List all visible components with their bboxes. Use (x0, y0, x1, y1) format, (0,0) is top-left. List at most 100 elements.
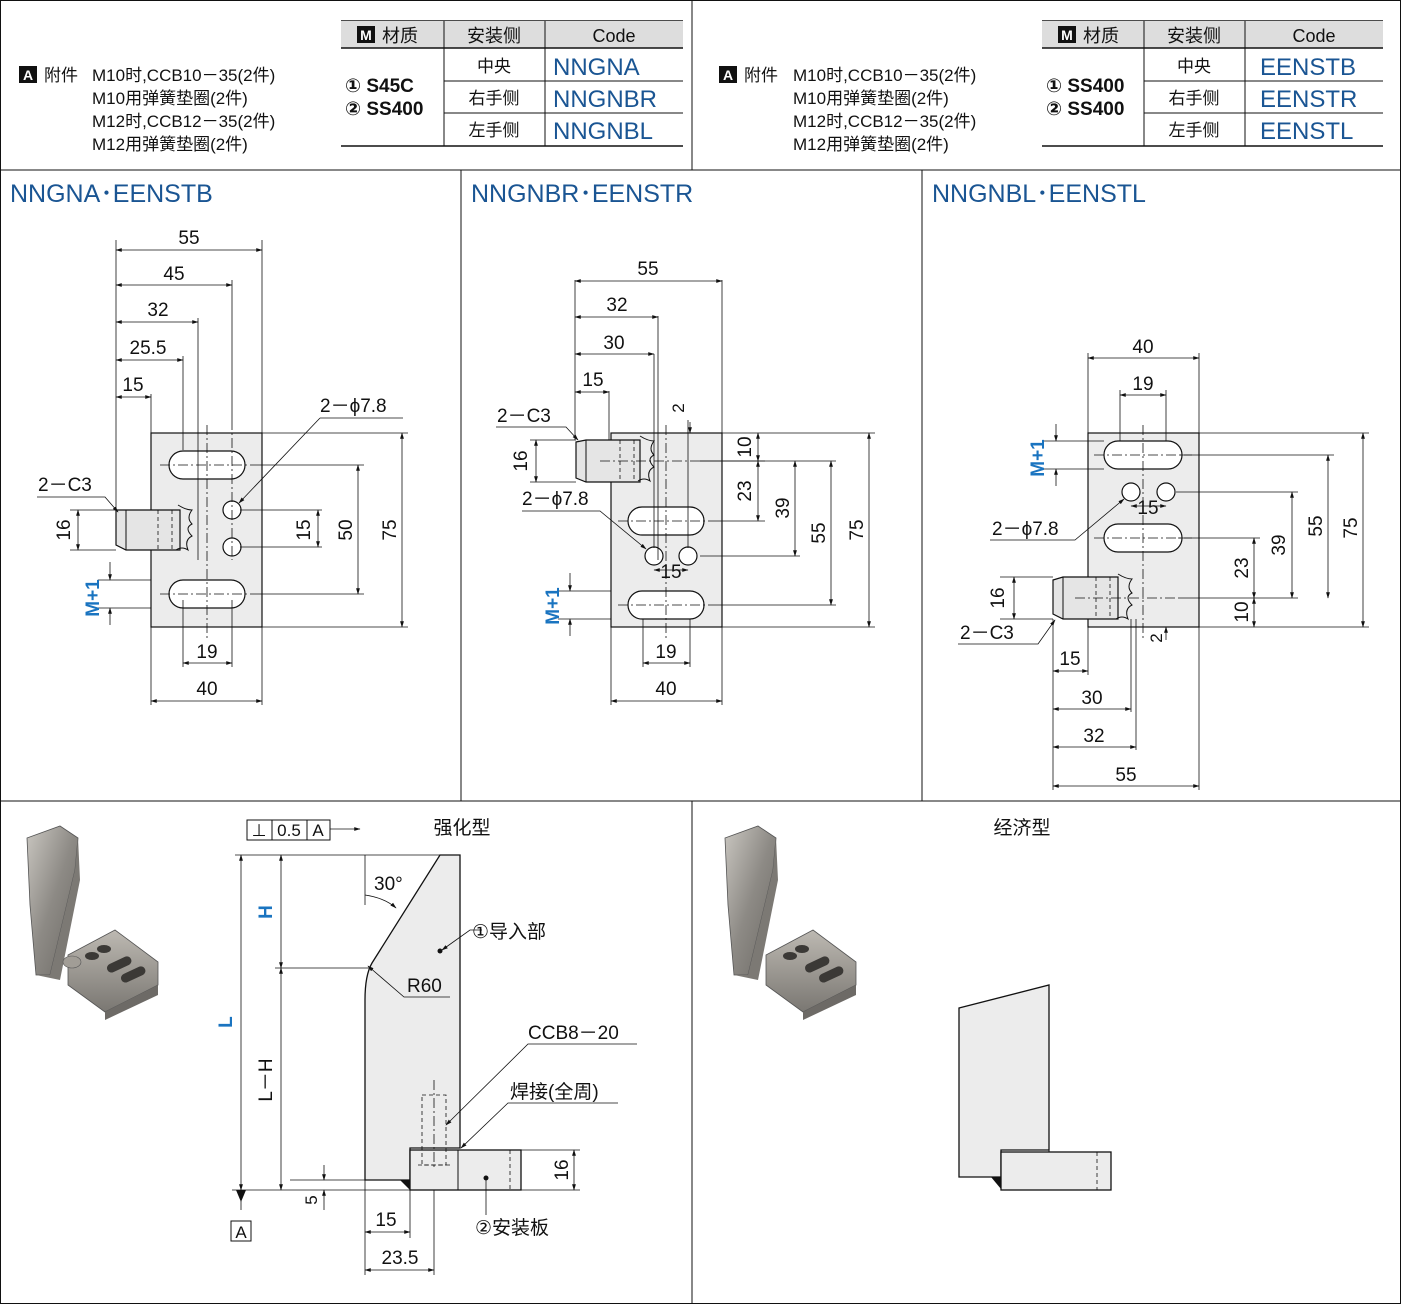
plate-label: ②安装板 (475, 1217, 549, 1239)
header-code: Code (1292, 26, 1335, 46)
label-l-minus-h: L－H (256, 1058, 277, 1101)
dim-50: 50 (336, 519, 357, 540)
code-left: NNGNBL (553, 118, 653, 145)
view-title-right: NNGNBR･EENSTR (471, 180, 693, 208)
material-tag: M (1061, 27, 1073, 43)
dim-16: 16 (988, 587, 1009, 608)
dim-10: 10 (1232, 601, 1253, 622)
side-center: 中央 (1177, 57, 1211, 76)
accessory-line-2: M10用弹簧垫圈(2件) (793, 89, 949, 108)
dim-40: 40 (196, 679, 217, 700)
view-title-left: NNGNBL･EENSTL (932, 180, 1146, 208)
label-h: H (256, 905, 277, 919)
dim-holes: 2－ϕ7.8 (992, 519, 1059, 540)
view-left-drawing: 40 19 M+1 15 2－ϕ7.8 55 75 39 23 10 16 2－… (958, 337, 1369, 790)
dim-23-5: 23.5 (382, 1248, 419, 1269)
dim-75: 75 (380, 519, 401, 540)
material-1: ① S45C (345, 76, 414, 97)
dim-15-v: 15 (294, 519, 315, 540)
dim-10: 10 (735, 436, 756, 457)
dim-2: 2 (669, 403, 688, 412)
material-tag: M (360, 27, 372, 43)
guide-label: ①导入部 (472, 921, 546, 943)
dim-39: 39 (773, 497, 794, 518)
dim-16: 16 (511, 450, 532, 471)
dim-holes: 2－ϕ7.8 (522, 489, 589, 510)
dim-75: 75 (847, 519, 868, 540)
economy-section: 经济型 (724, 817, 1112, 1191)
view-right-drawing: 55 32 30 15 2 2－C3 16 2－ϕ7.8 M+1 10 23 3… (496, 259, 875, 705)
accessory-tag: A (723, 67, 733, 83)
dim-5: 5 (302, 1195, 321, 1204)
accessory-tag-icon (19, 66, 37, 83)
tolerance-frame (246, 819, 331, 841)
dim-m1: M+1 (543, 587, 564, 625)
dim-m1: M+1 (83, 579, 104, 617)
side-right: 右手侧 (469, 89, 520, 108)
accessory-line-1: M10时,CCB10－35(2件) (92, 66, 275, 85)
dim-15-h: 15 (660, 562, 681, 583)
dim-16: 16 (54, 519, 75, 540)
material-2: ② SS400 (1046, 99, 1124, 120)
material-2: ② SS400 (345, 99, 423, 120)
dim-m1: M+1 (1028, 439, 1049, 477)
material-tag-icon (1058, 26, 1076, 43)
dim-chamfer: 2－C3 (497, 406, 551, 427)
dim-55: 55 (1115, 765, 1136, 786)
section-drawing: 强化型 ⊥ 0.5 A L H L－H A 5 (216, 817, 637, 1275)
dim-32: 32 (606, 295, 627, 316)
side-left: 左手侧 (1169, 121, 1220, 140)
datum-label: A (235, 1223, 247, 1242)
tolerance-symbol: ⊥ (252, 821, 267, 840)
code-center: EENSTB (1260, 54, 1356, 81)
dim-19: 19 (1132, 374, 1153, 395)
accessory-line-4: M12用弹簧垫圈(2件) (92, 135, 248, 154)
dim-15: 15 (582, 370, 603, 391)
accessory-tag: A (23, 67, 33, 83)
dim-32: 32 (147, 300, 168, 321)
spec-table-1: A 附件 M10时,CCB10－35(2件) M10用弹簧垫圈(2件) M12时… (19, 20, 683, 154)
accessory-label: 附件 (744, 66, 778, 85)
dim-23: 23 (735, 480, 756, 501)
dim-55-v: 55 (809, 522, 830, 543)
dim-25-5: 25.5 (130, 338, 167, 359)
accessory-line-1: M10时,CCB10－35(2件) (793, 66, 976, 85)
header-code: Code (592, 26, 635, 46)
code-center: NNGNA (553, 54, 640, 81)
side-left: 左手侧 (469, 121, 520, 140)
dim-30: 30 (1081, 688, 1102, 709)
accessory-line-4: M12用弹簧垫圈(2件) (793, 135, 949, 154)
dim-15: 15 (122, 375, 143, 396)
accessory-label: 附件 (44, 66, 78, 85)
accessory-line-3: M12时,CCB12－35(2件) (793, 112, 976, 131)
dim-19: 19 (655, 642, 676, 663)
header-material: 材质 (1083, 26, 1119, 46)
header-side: 安装侧 (467, 26, 521, 46)
accessory-line-3: M12时,CCB12－35(2件) (92, 112, 275, 131)
dim-32: 32 (1083, 726, 1104, 747)
label-l: L (216, 1016, 237, 1028)
dim-23: 23 (1232, 557, 1253, 578)
material-tag-icon (357, 26, 375, 43)
dim-39: 39 (1269, 534, 1290, 555)
radius-label: R60 (407, 976, 442, 997)
dim-16: 16 (552, 1159, 573, 1180)
tolerance-datum: A (312, 821, 324, 840)
section-title: 强化型 (433, 817, 490, 839)
dim-55-v: 55 (1306, 515, 1327, 536)
dim-30: 30 (603, 333, 624, 354)
accessory-tag-icon (719, 66, 737, 83)
bolt-label: CCB8－20 (528, 1023, 619, 1044)
economy-section-drawing (958, 984, 1112, 1191)
dim-55: 55 (637, 259, 658, 280)
dim-chamfer: 2－C3 (960, 623, 1014, 644)
dim-40: 40 (1132, 337, 1153, 358)
accessory-line-2: M10用弹簧垫圈(2件) (92, 89, 248, 108)
side-center: 中央 (477, 57, 511, 76)
dim-40: 40 (655, 679, 676, 700)
code-right: NNGNBR (553, 86, 657, 113)
dim-holes: 2－ϕ7.8 (320, 396, 387, 417)
tolerance-value: 0.5 (277, 821, 301, 840)
header-side: 安装侧 (1167, 26, 1221, 46)
code-left: EENSTL (1260, 118, 1353, 145)
